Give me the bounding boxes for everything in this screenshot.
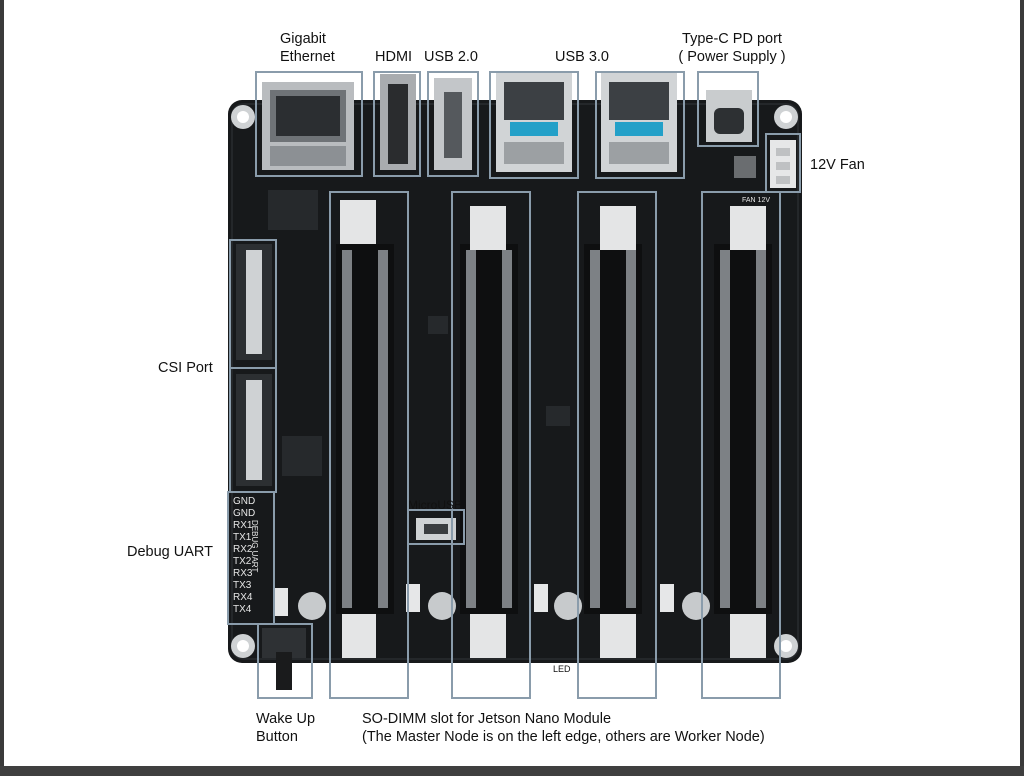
sodimm-slot-4: [714, 206, 772, 658]
uart-pin: RX3: [233, 568, 253, 579]
uart-pin: RX4: [233, 592, 253, 603]
label-ethernet: Gigabit Ethernet: [280, 31, 335, 65]
pin-header: [406, 584, 420, 612]
fan-header: [770, 140, 796, 188]
uart-pin: TX3: [233, 580, 252, 591]
window-frame-left: [0, 0, 4, 776]
label-csi: CSI Port: [158, 360, 213, 376]
highlight-usb3-2: [595, 71, 685, 179]
fan-silkscreen: FAN 12V: [742, 197, 771, 204]
label-usb2: USB 2.0: [424, 49, 478, 65]
highlight-hdmi: [373, 71, 421, 177]
highlight-fan: [765, 133, 801, 193]
wake-up-button-part: [262, 628, 306, 690]
usb2-connector: [434, 78, 472, 170]
capacitor: [298, 592, 326, 620]
mounting-hole-top-right: [774, 105, 798, 129]
usb3-connector-2: [601, 72, 677, 172]
label-usb3: USB 3.0: [555, 49, 609, 65]
highlight-usb3-1: [489, 71, 579, 179]
mounting-hole-top-left: [231, 105, 255, 129]
microusb-connector: [416, 518, 456, 540]
highlight-sodimm-3: [577, 191, 657, 699]
hdmi-connector: [380, 74, 416, 170]
uart-pin-list: GND GND RX1 TX1 RX2 TX2 RX3 TX3 RX4 TX4: [233, 496, 255, 616]
pin-header: [534, 584, 548, 612]
capacitor: [682, 592, 710, 620]
sodimm-slot-1: [336, 200, 394, 658]
uart-pin: GND: [233, 508, 256, 519]
ic-chip: [546, 406, 570, 426]
inductor: [734, 156, 756, 178]
highlight-sodimm-1: [329, 191, 409, 699]
sodimm-slot-3: [584, 206, 642, 658]
uart-pin: GND: [233, 496, 256, 507]
window-frame-right: [1020, 0, 1024, 776]
pin-header: [274, 588, 288, 616]
uart-pin: RX1: [233, 520, 253, 531]
highlight-usb2: [427, 71, 479, 177]
mounting-hole-bottom-right: [774, 634, 798, 658]
uart-pin: TX2: [233, 556, 252, 567]
ethernet-jack: [262, 82, 354, 170]
highlight-sodimm-2: [451, 191, 531, 699]
uart-pin: TX1: [233, 532, 252, 543]
label-led: LED: [553, 664, 571, 674]
usb3-connector-1: [496, 72, 572, 172]
label-fan: 12V Fan: [810, 157, 865, 173]
highlight-typec: [697, 71, 759, 147]
label-wakeup: Wake Up Button: [256, 711, 316, 745]
label-uart: Debug UART: [127, 544, 213, 560]
capacitor: [428, 592, 456, 620]
ic-chip: [268, 190, 318, 230]
highlight-sodimm-4: [701, 191, 781, 699]
highlight-wakeup: [257, 623, 313, 699]
sodimm-slot-2: [460, 206, 518, 658]
csi-connector-1: [236, 244, 272, 360]
highlight-ethernet: [255, 71, 363, 177]
csi-connector-2: [236, 374, 272, 486]
label-microusb: MicroUSB: [408, 498, 463, 512]
ic-chip: [282, 436, 322, 476]
uart-pin: TX4: [233, 604, 252, 615]
mounting-hole-bottom-left: [231, 634, 255, 658]
label-sodimm: SO-DIMM slot for Jetson Nano Module (The…: [362, 711, 765, 745]
uart-pin: RX2: [233, 544, 253, 555]
ic-chip: [428, 316, 448, 334]
uart-silkscreen-title: DEBUG UART: [250, 520, 259, 573]
pin-header: [660, 584, 674, 612]
window-frame-bottom: [0, 766, 1024, 776]
label-hdmi: HDMI: [375, 49, 413, 65]
label-typec: Type-C PD port ( Power Supply ): [678, 31, 786, 65]
type-c-port: [706, 90, 752, 142]
capacitor: [554, 592, 582, 620]
highlight-uart: [227, 491, 275, 625]
